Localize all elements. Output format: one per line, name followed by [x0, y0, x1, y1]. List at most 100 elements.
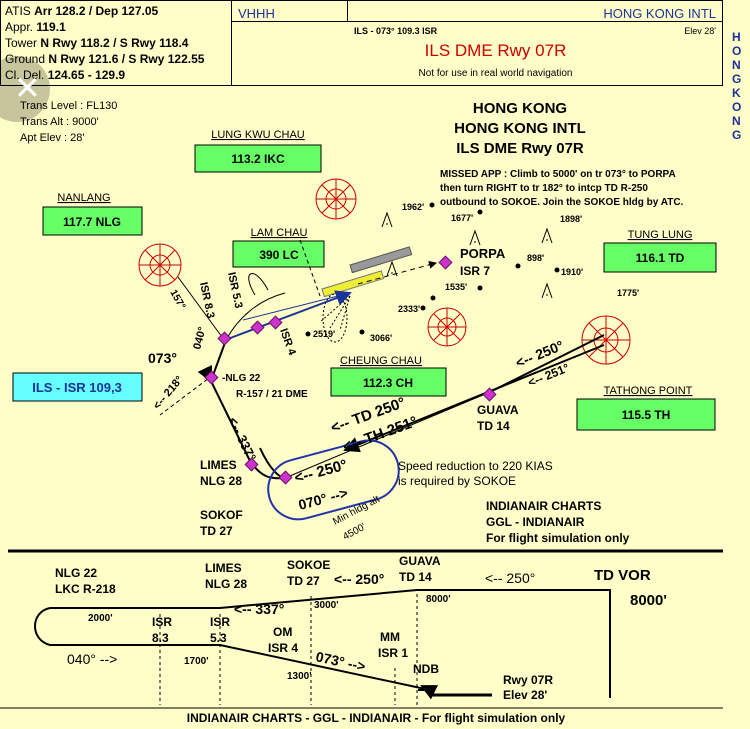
- plan-info: Trans Level : FL130 Trans Alt : 9000' Ap…: [20, 100, 117, 144]
- profile-guava: GUAVA: [399, 554, 441, 568]
- profile-alt-2000: 2000': [88, 613, 113, 624]
- sokof-label: SOKOF: [200, 508, 243, 522]
- obstacle-icon: [386, 260, 398, 277]
- r157-course: 157°: [167, 288, 187, 311]
- footer-note-2: GGL - INDIANAIR: [486, 515, 585, 529]
- navaid-freq: 113.2 IKC: [231, 152, 285, 166]
- profile-td27: TD 27: [287, 574, 320, 588]
- navaid-freq: 112.3 CH: [363, 376, 413, 390]
- spot-elev: 1910': [561, 267, 583, 277]
- ground-label: Ground: [5, 52, 46, 66]
- plan-title-3: ILS DME Rwy 07R: [456, 140, 584, 157]
- airport-name: HONG KONG INTL: [603, 6, 716, 21]
- profile-alt-8000: 8000': [630, 592, 667, 609]
- procedure-loop: [248, 273, 269, 296]
- cldel-label: Cl. Del.: [5, 68, 45, 82]
- profile-isr53-a: ISR: [210, 615, 230, 629]
- profile-337: <-- 337°: [234, 601, 284, 617]
- fix-isr83: [217, 331, 232, 346]
- spot-elev: 1677': [451, 213, 473, 223]
- profile-labels: NLG 22 LKC R-218 LIMES NLG 28 SOKOE TD 2…: [55, 554, 667, 702]
- fix-nlg22: [204, 370, 219, 385]
- speed-note-1: Speed reduction to 220 KIAS: [398, 459, 553, 473]
- obstacle-icon: [381, 211, 393, 228]
- limes-label: LIMES: [200, 458, 237, 472]
- runway-07r: [321, 270, 385, 298]
- close-overlay-button[interactable]: ✕: [0, 56, 50, 122]
- spot-elev: 1898': [560, 214, 582, 224]
- spot-dots: [305, 202, 560, 337]
- navaid-name: TATHONG POINT: [604, 385, 693, 397]
- guava-label: GUAVA: [477, 403, 519, 417]
- icao-code: VHHH: [238, 6, 275, 21]
- join-leg: [211, 339, 227, 379]
- apt-elev: Apt Elev : 28': [20, 132, 84, 144]
- fixes: [204, 255, 497, 485]
- runway-north: [349, 246, 413, 274]
- navaid-lam-chau: LAM CHAU 390 LC: [232, 227, 325, 268]
- course-218: <-- 218°: [151, 374, 186, 412]
- ground-line: Ground N Rwy 121.6 / S Rwy 122.55: [5, 52, 204, 66]
- profile-rwy: Rwy 07R: [503, 673, 553, 687]
- profile-limes: LIMES: [205, 561, 242, 575]
- nlg22-label: -NLG 22: [222, 373, 261, 384]
- navaid-freq: 115.5 TH: [622, 408, 671, 422]
- isr4-label: ISR 4: [277, 327, 298, 358]
- td27-label: TD 27: [200, 524, 233, 538]
- navaid-freq: 116.1 TD: [636, 251, 685, 265]
- fix-guava: [482, 387, 497, 402]
- min-hldg-value: 4500': [341, 522, 368, 543]
- appr-freq: 119.1: [36, 20, 66, 34]
- header-title-block: VHHH HONG KONG INTL ILS - 073° 109.3 ISR…: [232, 0, 723, 86]
- profile-lkc: LKC R-218: [55, 582, 116, 596]
- obstacle-icons: [381, 211, 553, 299]
- spot-elevations: 1962' 1677' 1898' 898' 1910' 1535' 2333'…: [313, 202, 639, 343]
- spot-elev: 898': [527, 253, 544, 263]
- navaid-name: NANLANG: [57, 192, 110, 204]
- leg-250: [284, 391, 491, 479]
- plan-and-profile: Trans Level : FL130 Trans Alt : 9000' Ap…: [0, 100, 723, 725]
- leg-th251: [343, 344, 605, 453]
- profile-alt-3000: 3000': [314, 600, 339, 611]
- side-tab-text: HONG KONG: [732, 30, 742, 142]
- navaid-name: LUNG KWU CHAU: [211, 129, 305, 141]
- ils-frequency: ILS - 073° 109.3 ISR: [354, 26, 438, 36]
- profile-lines: [34, 589, 611, 705]
- ils-box-label: ILS - ISR 109,3: [32, 380, 122, 395]
- fix-sokof: [278, 470, 293, 485]
- comm-frequencies: ATIS Arr 128.2 / Dep 127.05 Appr. 119.1 …: [0, 0, 232, 86]
- obstacle-icon: [469, 229, 481, 246]
- profile-nlg22: NLG 22: [55, 566, 97, 580]
- profile-040: 040° -->: [67, 651, 117, 667]
- profile-250a: <-- 250°: [334, 571, 384, 587]
- bottom-bar: INDIANAIR CHARTS - GGL - INDIANAIR - For…: [0, 707, 723, 725]
- vor-icon: [581, 315, 631, 365]
- profile-isr83-b: 8.3: [152, 631, 169, 645]
- holding-pattern: [267, 439, 400, 521]
- tower-label: Tower: [5, 36, 38, 50]
- navaid-name: CHEUNG CHAU: [340, 355, 422, 367]
- speed-note: Speed reduction to 220 KIAS is required …: [398, 459, 553, 488]
- trans-level: Trans Level : FL130: [20, 100, 117, 112]
- close-icon: ✕: [14, 70, 41, 106]
- navaid-lung-kwu-chau: LUNG KWU CHAU 113.2 IKC: [194, 129, 322, 173]
- profile-alt-8000b: 8000': [426, 594, 451, 605]
- appr-line: Appr. 119.1: [5, 20, 66, 34]
- course-040: 040°: [191, 326, 208, 351]
- vor-roses: [138, 178, 631, 365]
- descent-path: [34, 607, 431, 691]
- footer-note-1: INDIANAIR CHARTS: [486, 499, 601, 513]
- appr-label: Appr.: [5, 20, 34, 34]
- cldel-freq: 124.65 - 129.9: [47, 68, 126, 82]
- spot-elev: 2333': [398, 304, 420, 314]
- td14-label: TD 14: [477, 419, 510, 433]
- plan-title-2: HONG KONG INTL: [454, 120, 586, 137]
- approach-tracks: [159, 239, 605, 480]
- hold-inbound: <-- 250°: [293, 456, 350, 486]
- profile-ndb: NDB: [413, 662, 439, 676]
- profile-rwy-elev: Elev 28': [503, 688, 547, 702]
- nlg-radial: [177, 276, 223, 338]
- spot-elev: 1535': [445, 282, 467, 292]
- navaid-freq: 117.7 NLG: [63, 215, 121, 229]
- field-elevation: Elev 28': [684, 26, 716, 36]
